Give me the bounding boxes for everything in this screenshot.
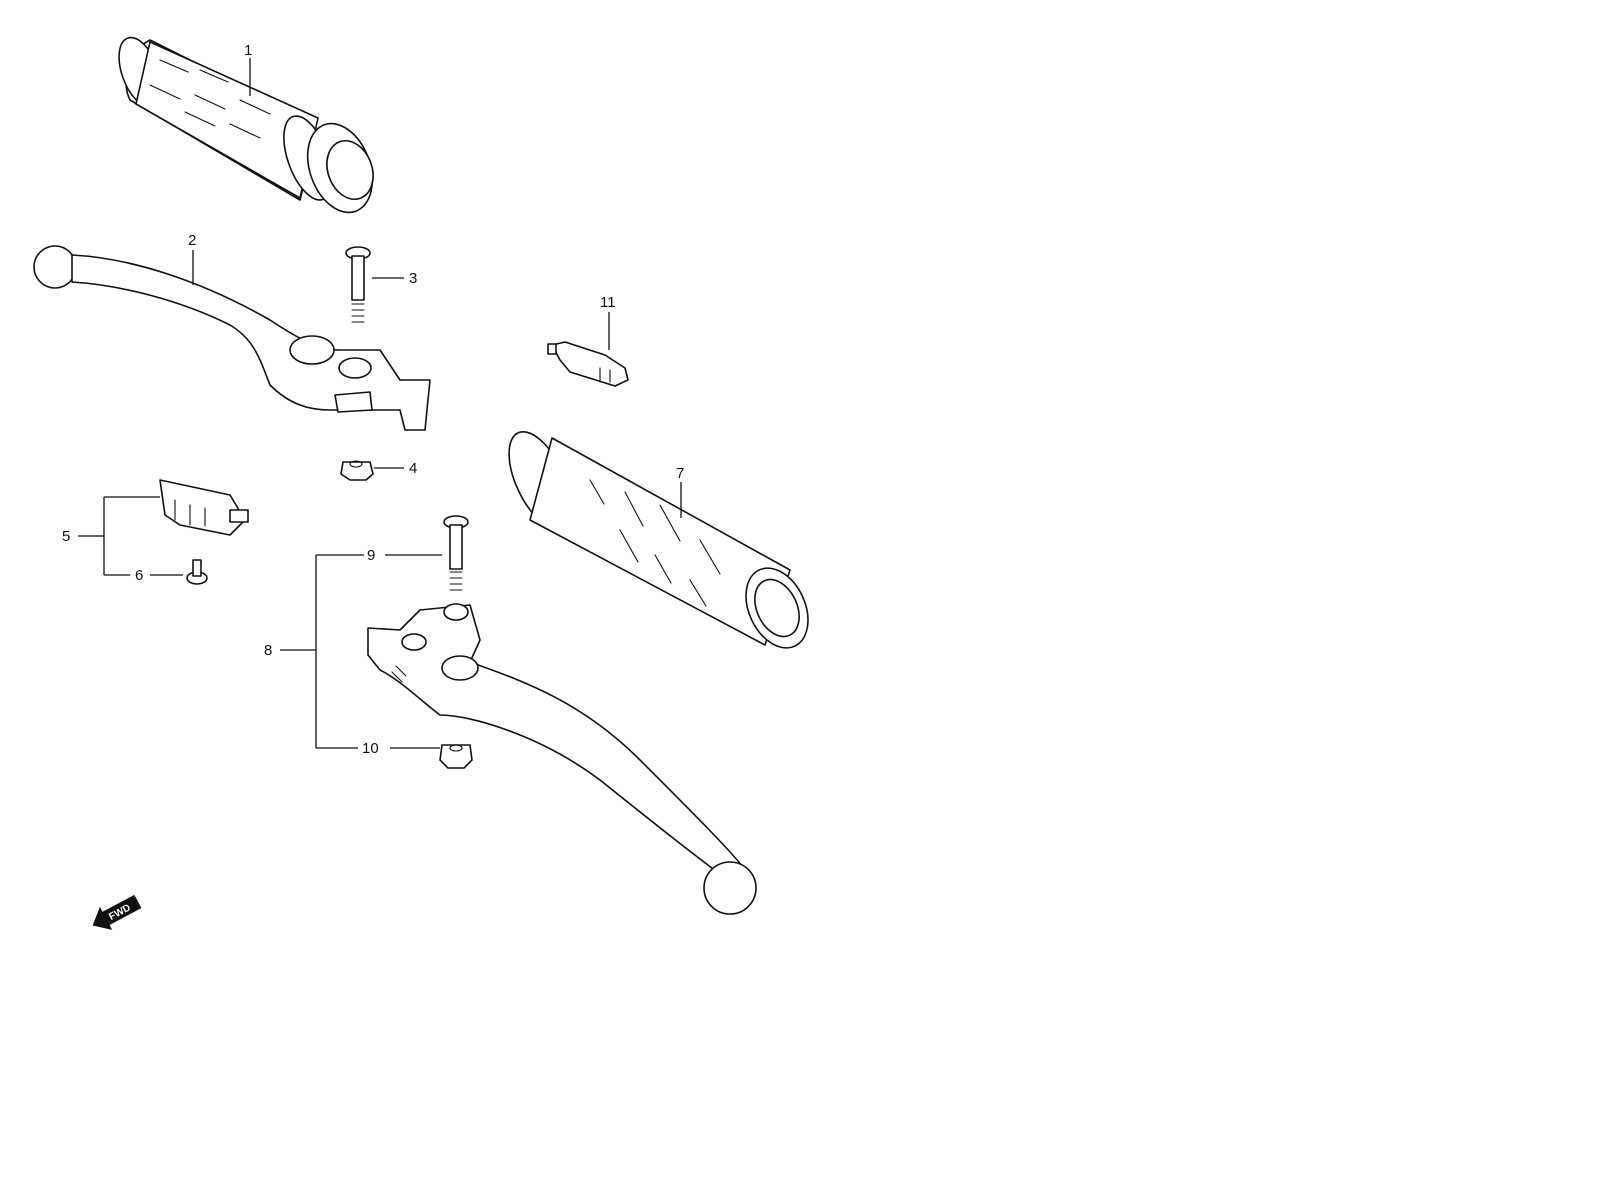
handlebar-grip-left bbox=[508, 430, 809, 649]
lever-nut bbox=[340, 460, 374, 481]
switch-screw bbox=[186, 559, 208, 585]
part-number-3: 3 bbox=[409, 270, 417, 287]
part-number-5: 5 bbox=[62, 528, 70, 545]
part-number-11: 11 bbox=[600, 294, 616, 311]
part-number-10: 10 bbox=[362, 740, 379, 757]
clutch-lever-nut bbox=[439, 744, 473, 769]
pivot-bolt bbox=[345, 246, 371, 323]
clutch-switch bbox=[547, 341, 629, 387]
part-number-7: 7 bbox=[676, 465, 684, 482]
front-stop-switch bbox=[159, 479, 249, 536]
part-number-9: 9 bbox=[367, 547, 375, 564]
fwd-label: FWD bbox=[107, 902, 132, 922]
part-number-8: 8 bbox=[264, 642, 272, 659]
part-number-4: 4 bbox=[409, 460, 417, 477]
part-number-1: 1 bbox=[244, 42, 252, 59]
forward-direction-arrow: FWD bbox=[92, 894, 142, 930]
part-number-2: 2 bbox=[188, 232, 196, 249]
part-number-6: 6 bbox=[135, 567, 143, 584]
front-brake-lever bbox=[33, 245, 431, 431]
clutch-lever bbox=[367, 603, 757, 915]
throttle-grip bbox=[118, 36, 374, 214]
clutch-pivot-bolt bbox=[443, 515, 469, 591]
